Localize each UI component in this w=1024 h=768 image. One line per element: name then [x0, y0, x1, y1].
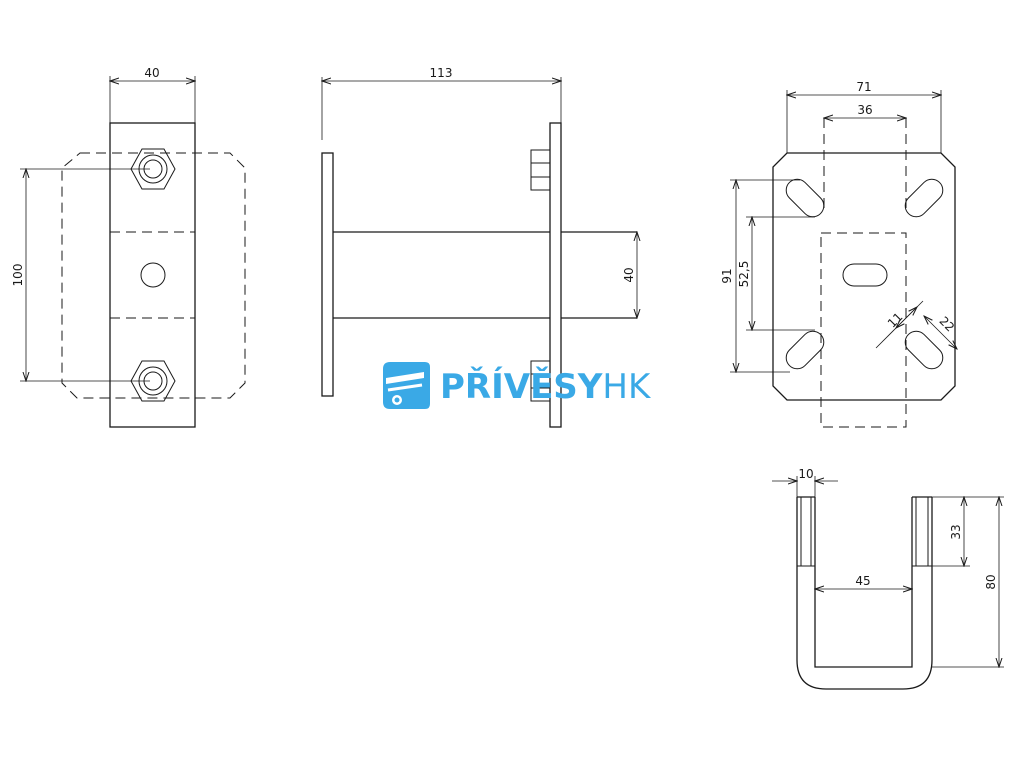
- center-hole: [140, 262, 166, 288]
- dim-ubolt-inner-width: 45: [855, 574, 870, 588]
- trailer-icon: [383, 362, 430, 409]
- dim-ubolt-thread-diameter: 10: [798, 467, 813, 481]
- center-slot: [842, 263, 888, 287]
- side-view: 113 40: [322, 66, 637, 428]
- top-nut-side: [530, 149, 551, 191]
- dim-ubolt-thread-length: 33: [949, 524, 963, 539]
- ubolt-view: 10 45 33 80: [772, 467, 1004, 690]
- dim-ubolt-height: 80: [984, 574, 998, 589]
- logo-text-main: PŘÍVĚSY: [440, 366, 603, 407]
- slot-bottom-right: [904, 330, 944, 370]
- dim-plate-height: 91: [720, 268, 734, 283]
- slot-bottom-left: [785, 330, 825, 370]
- dim-side-tube-height: 40: [622, 267, 636, 282]
- dim-slot-width: 11: [885, 310, 906, 331]
- brand-logo: PŘÍVĚSYHK: [383, 362, 652, 409]
- logo-text-hk: HK: [602, 367, 652, 407]
- dim-front-width: 40: [144, 66, 159, 80]
- dim-front-bolt-spacing: 100: [11, 264, 25, 287]
- dim-side-length: 113: [430, 66, 453, 80]
- dim-plate-slot-offset: 52,5: [737, 261, 751, 288]
- slot-top-right: [904, 178, 944, 218]
- dim-plate-width: 71: [856, 80, 871, 94]
- slot-top-left: [785, 178, 825, 218]
- plate-view: 71 36 91 52,5 11 22: [720, 80, 957, 428]
- bottom-nut-side: [530, 360, 551, 402]
- dim-plate-hole-spacing: 36: [857, 103, 872, 117]
- svg-text:PŘÍVĚSYHK: PŘÍVĚSYHK: [440, 366, 652, 407]
- front-view: 40 100: [11, 66, 246, 428]
